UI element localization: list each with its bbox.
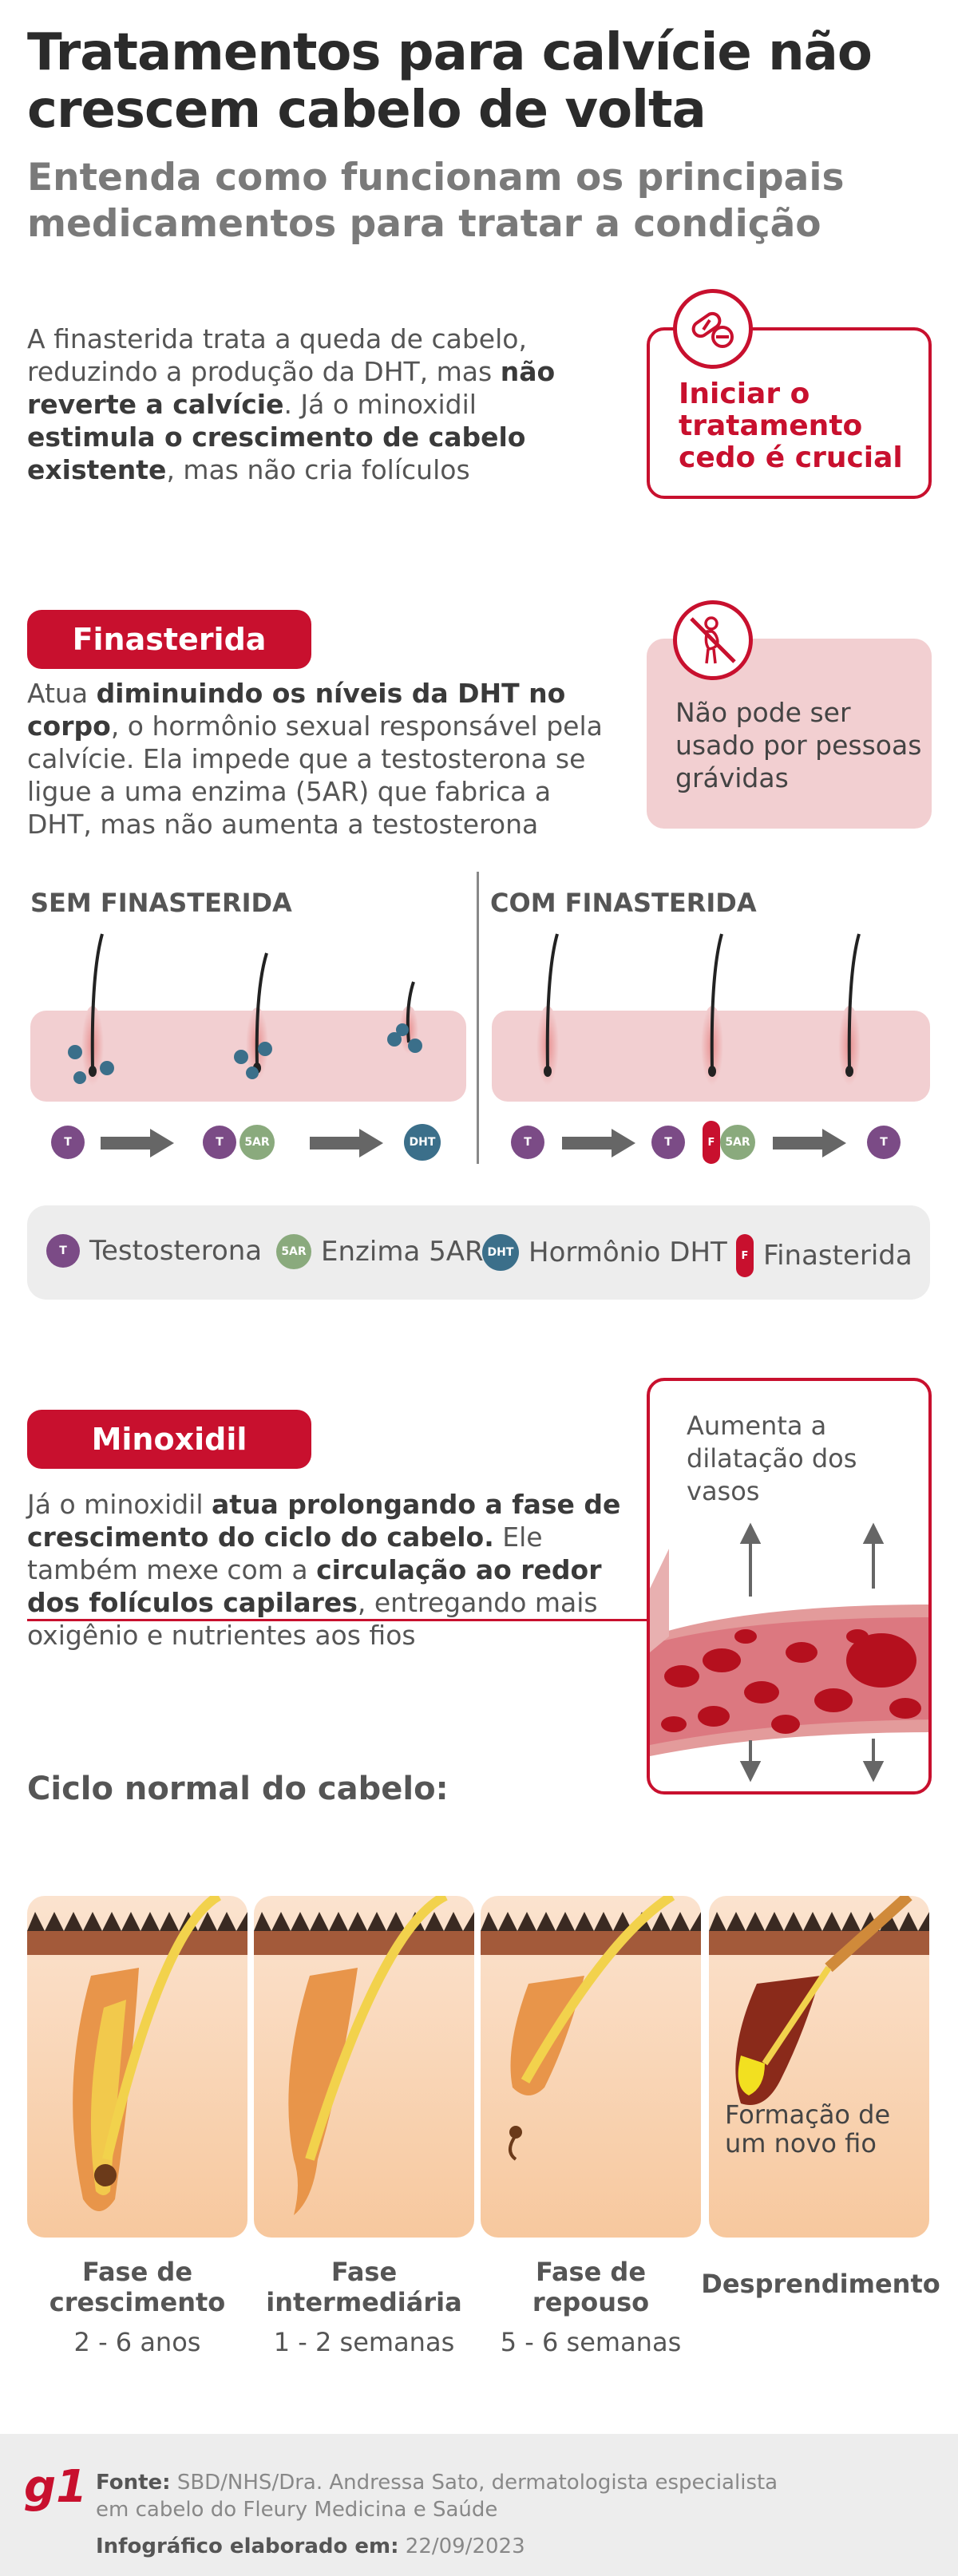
phase-shedding-caption: Desprendimento: [701, 2269, 940, 2299]
pregnancy-warning-callout: Não pode ser usado por pessoas grávidas: [647, 639, 932, 829]
intro-text-2: . Já o minoxidil: [283, 389, 477, 420]
molecule-legend: T Testosterona 5AR Enzima 5AR DHT Hormôn…: [27, 1205, 930, 1300]
dht-molecule: DHT: [404, 1124, 441, 1161]
intro-bold-2: estimula o crescimento de cabelo existen…: [27, 421, 526, 485]
finasterida-description: Atua diminuindo os níveis da DHT no corp…: [27, 677, 618, 841]
phase-resting-caption: Fase de repouso 5 - 6 semanas: [481, 2257, 701, 2357]
legend-dht: DHT Hormônio DHT: [482, 1234, 727, 1271]
finasterida-text-1: Atua: [27, 678, 97, 709]
testosterone-molecule: T: [51, 1126, 85, 1159]
footer-date: Infográfico elaborado em: 22/09/2023: [96, 2533, 525, 2560]
growth-phase-illustration: [27, 1896, 247, 2211]
testosterone-molecule: T: [511, 1126, 544, 1159]
footer-date-label: Infográfico elaborado em:: [96, 2534, 399, 2558]
arrow-right-icon: [562, 1129, 635, 1157]
pregnancy-warning-text: Não pode ser usado por pessoas grávidas: [675, 697, 922, 793]
shedding-phase-illustration: [709, 1896, 929, 2105]
arrow-right-icon: [310, 1129, 383, 1157]
dht-molecule: DHT: [482, 1234, 519, 1271]
pills-icon: [673, 289, 753, 369]
hair-follicles-graphic: [68, 933, 861, 1086]
finasterida-text-2: , o hormônio sexual responsável pela cal…: [27, 710, 603, 840]
intro-bold-1: não reverte a calvície: [27, 356, 556, 420]
intro-paragraph: A finasterida trata a queda de cabelo, r…: [27, 322, 610, 486]
page-subtitle: Entenda como funcionam os principais med…: [27, 156, 845, 246]
growth-phase-panel: [27, 1896, 247, 2238]
minoxidil-text-2: Ele também mexe com a: [27, 1521, 543, 1585]
vessel-dilation-callout: Aumenta a dilatação dos vasos: [647, 1378, 932, 1794]
page-title: Tratamentos para calvície não crescem ca…: [27, 23, 873, 140]
no-pregnant-icon: [673, 600, 753, 680]
arrow-right-icon: [101, 1129, 174, 1157]
minoxidil-label: Minoxidil: [27, 1410, 311, 1469]
arrow-right-icon: [773, 1129, 846, 1157]
legend-testosterona: T Testosterona: [46, 1234, 262, 1268]
enzyme-5ar-molecule: 5AR: [276, 1234, 311, 1269]
enzyme-5ar-molecule: 5AR: [720, 1125, 755, 1160]
minoxidil-bold-1: atua prolongando a fase de crescimento d…: [27, 1489, 621, 1553]
legend-testosterona-label: Testosterona: [89, 1235, 263, 1267]
finasterida-molecule: F: [703, 1121, 720, 1164]
early-treatment-text: Iniciar o tratamento cedo é crucial: [679, 378, 903, 474]
phase-growth-duration: 2 - 6 anos: [73, 2327, 201, 2357]
g1-logo: g1: [24, 2461, 88, 2513]
legend-finasterida-label: Finasterida: [763, 1240, 912, 1272]
without-finasterida-heading: SEM FINASTERIDA: [30, 888, 292, 918]
intro-text-3: , mas não cria folículos: [166, 454, 470, 485]
testosterone-molecule: T: [867, 1126, 901, 1159]
diagram-divider: [477, 872, 479, 1164]
phase-intermediate-title: Fase intermediária: [266, 2257, 462, 2317]
with-finasterida-heading: COM FINASTERIDA: [490, 888, 757, 918]
phase-intermediate-duration: 1 - 2 semanas: [273, 2327, 455, 2357]
enzyme-5ar-molecule: 5AR: [240, 1125, 275, 1160]
phase-intermediate-caption: Fase intermediária 1 - 2 semanas: [254, 2257, 474, 2357]
intermediate-phase-panel: [254, 1896, 474, 2238]
early-treatment-callout: Iniciar o tratamento cedo é crucial: [647, 327, 932, 499]
minoxidil-text-1: Já o minoxidil: [27, 1489, 212, 1520]
legend-enzima-label: Enzima 5AR: [321, 1236, 484, 1268]
legend-enzima: 5AR Enzima 5AR: [276, 1234, 484, 1269]
testosterone-molecule: T: [651, 1126, 685, 1159]
phase-growth-title: Fase de crescimento: [49, 2257, 226, 2317]
resting-phase-panel: [481, 1896, 701, 2238]
minoxidil-text-3: , entregando mais oxigênio e nutrientes …: [27, 1587, 598, 1651]
vessel-dilation-text: Aumenta a dilatação dos vasos: [687, 1411, 857, 1506]
intermediate-phase-illustration: [254, 1896, 474, 2215]
shedding-phase-panel: Formação de um novo fio: [709, 1896, 929, 2238]
footer-date-text: 22/09/2023: [405, 2534, 525, 2558]
connector-line: [27, 1619, 648, 1621]
footer-source-text: SBD/NHS/Dra. Andressa Sato, dermatologis…: [96, 2471, 778, 2522]
finasterida-label: Finasterida: [27, 610, 311, 669]
footer-source: Fonte: SBD/NHS/Dra. Andressa Sato, derma…: [96, 2469, 814, 2523]
legend-dht-label: Hormônio DHT: [528, 1237, 727, 1268]
intro-text-1: A finasterida trata a queda de cabelo, r…: [27, 323, 527, 387]
legend-finasterida: F Finasterida: [736, 1234, 912, 1277]
testosterone-molecule: T: [203, 1126, 236, 1159]
phase-growth-caption: Fase de crescimento 2 - 6 anos: [27, 2257, 247, 2357]
resting-phase-illustration: [481, 1896, 701, 2161]
new-hair-label: Formação de um novo fio: [725, 2099, 891, 2159]
phase-shedding-title: Desprendimento: [701, 2269, 940, 2299]
testosterone-molecule: T: [46, 1234, 80, 1268]
phase-resting-title: Fase de repouso: [532, 2257, 650, 2317]
finasterida-bold-1: diminuindo os níveis da DHT no corpo: [27, 678, 566, 742]
minoxidil-description: Já o minoxidil atua prolongando a fase d…: [27, 1488, 634, 1652]
hair-cycle-heading: Ciclo normal do cabelo:: [27, 1771, 449, 1807]
finasterida-molecule: F: [736, 1234, 754, 1277]
blood-vessel-graphic: [650, 1522, 928, 1783]
footer-source-label: Fonte:: [96, 2471, 171, 2495]
footer: g1 Fonte: SBD/NHS/Dra. Andressa Sato, de…: [0, 2434, 958, 2576]
minoxidil-bold-2: circulação ao redor dos folículos capila…: [27, 1554, 602, 1618]
phase-resting-duration: 5 - 6 semanas: [500, 2327, 682, 2357]
